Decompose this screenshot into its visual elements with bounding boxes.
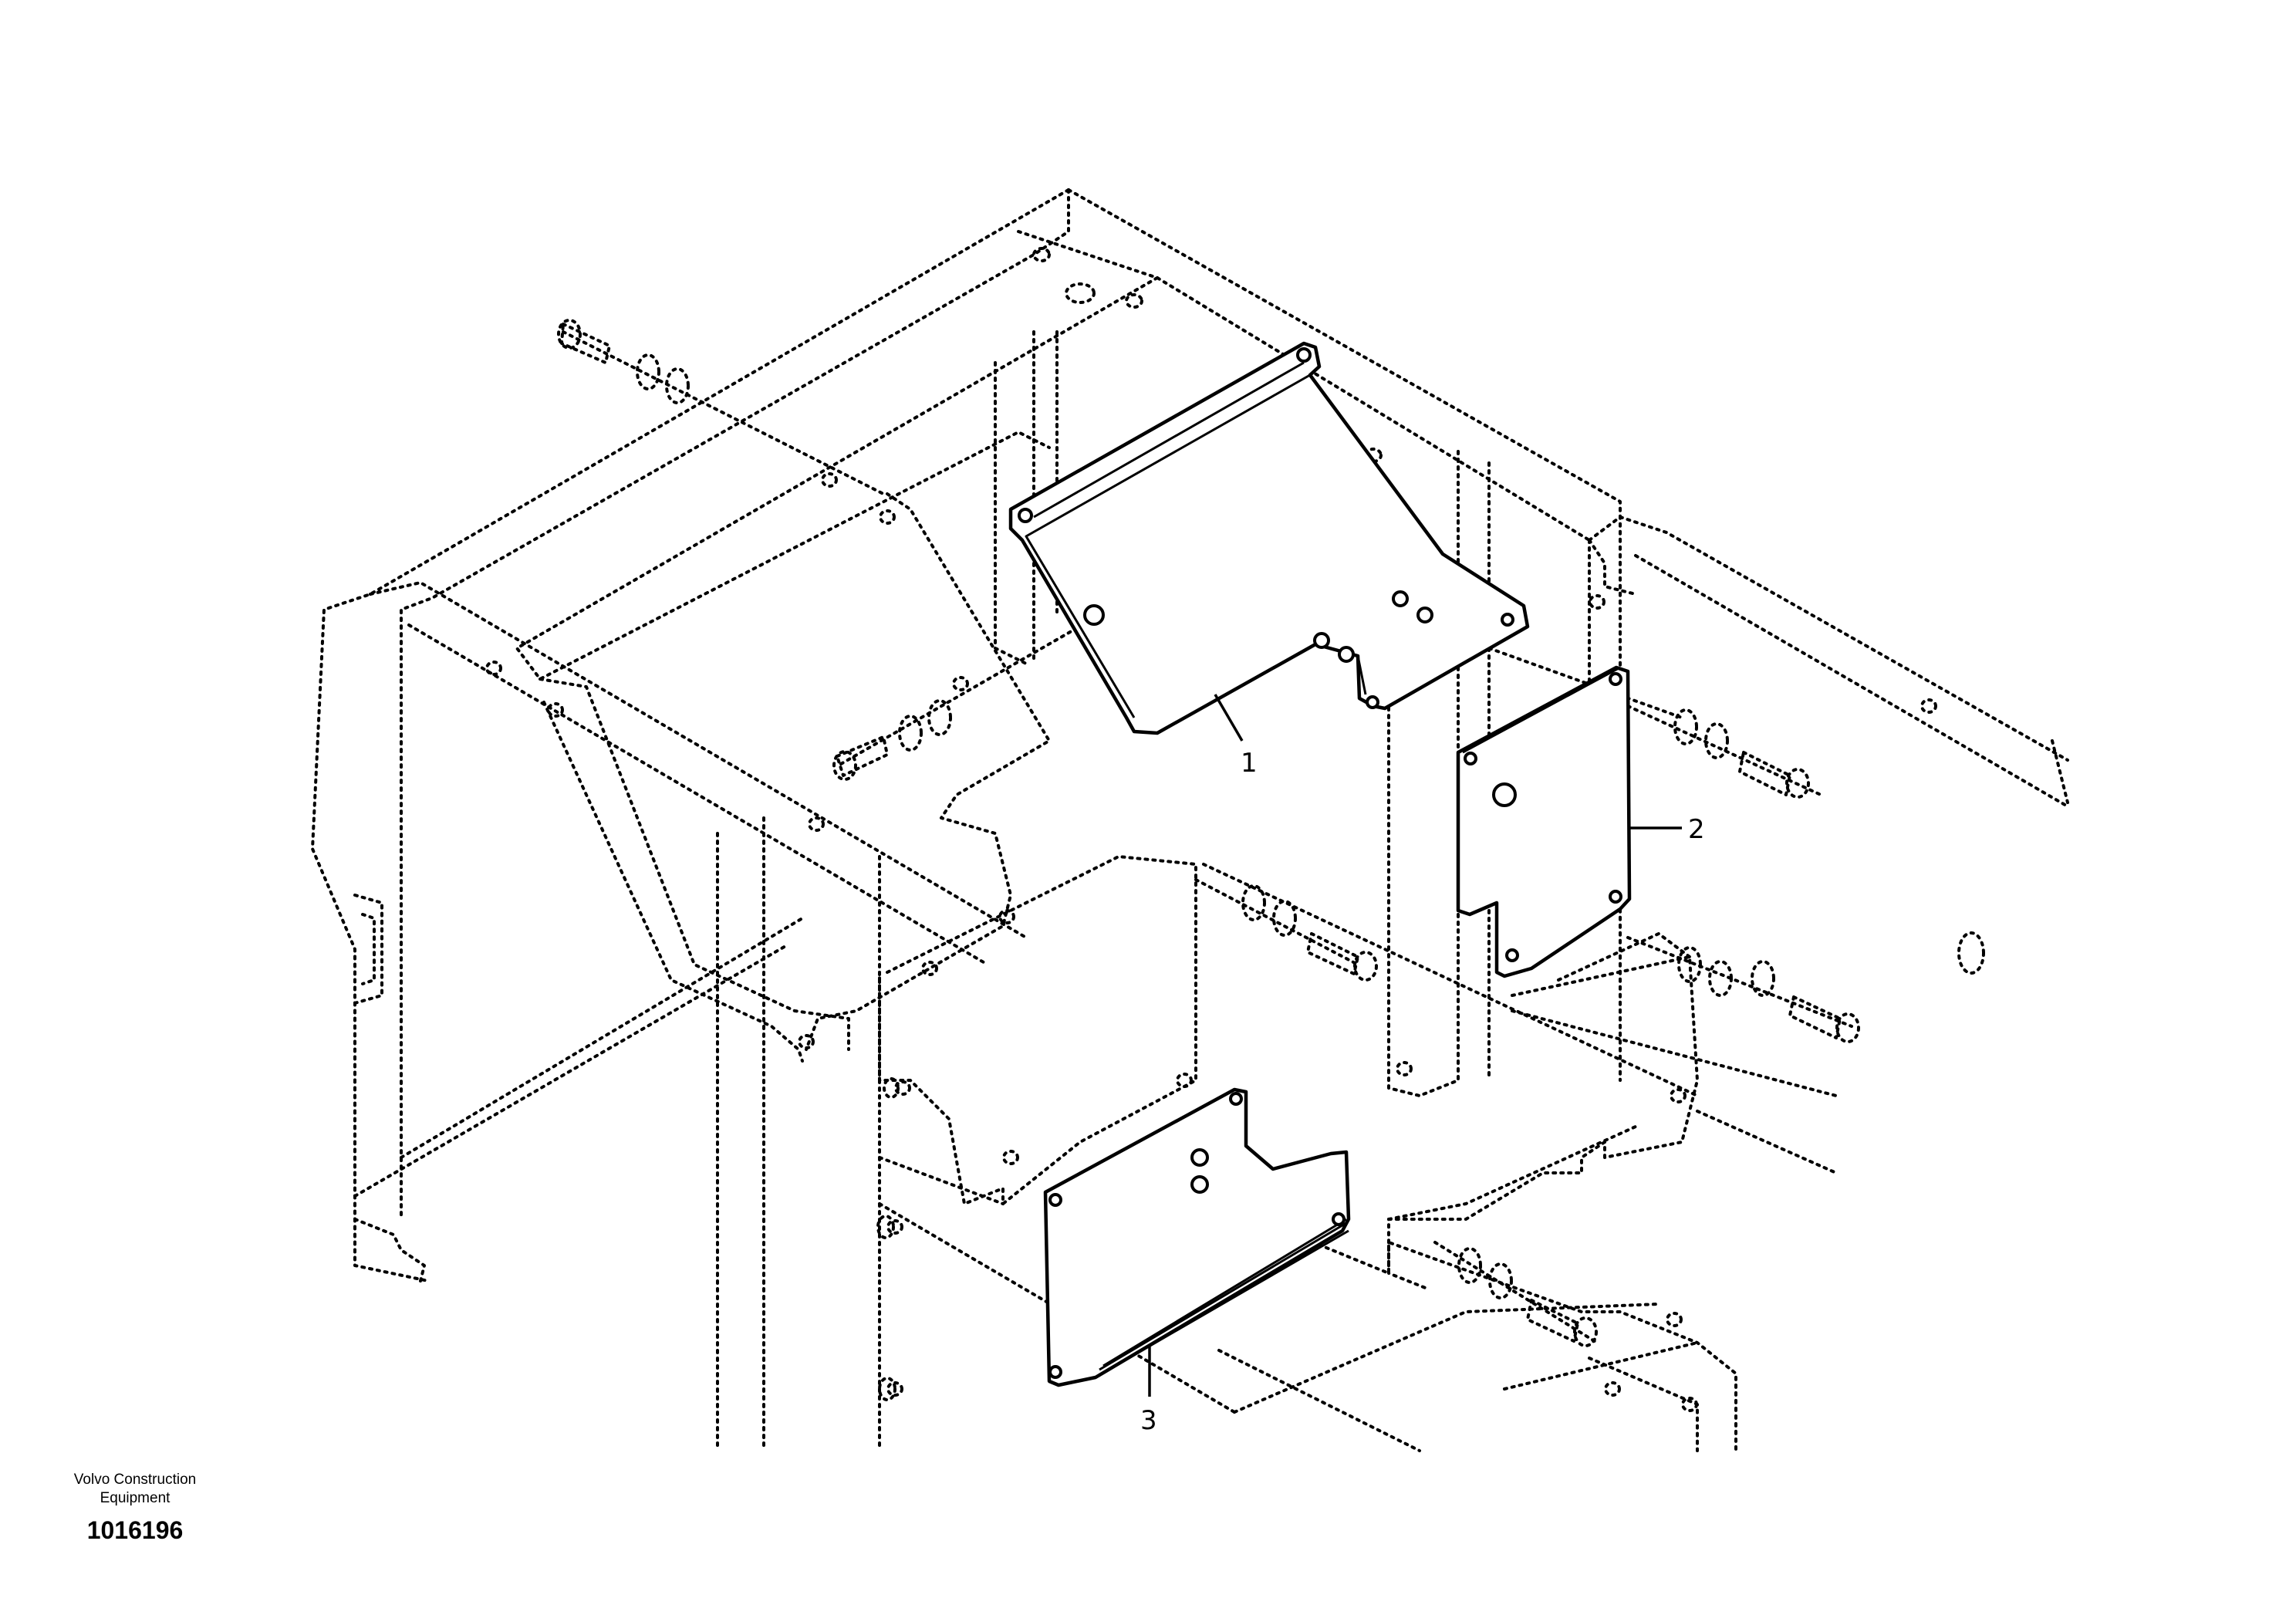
part-1-bracket [1008, 341, 1530, 735]
part-2-plate [1456, 665, 1632, 978]
figure-number: 1016196 [86, 1516, 184, 1544]
callout-2-label: 2 [1688, 814, 1705, 845]
callout-1-leader [1214, 694, 1244, 742]
fasteners [557, 319, 1985, 1401]
cab-frame-outline [311, 188, 2069, 1452]
callout-1-label: 1 [1241, 748, 1258, 779]
callout-1: 1 [1214, 694, 1258, 779]
callout-3-label: 3 [1140, 1405, 1157, 1436]
company-name: Volvo Construction Equipment [73, 1472, 197, 1506]
callout-2: 2 [1628, 814, 1705, 845]
part-3-plate [1043, 1087, 1351, 1387]
callout-3: 3 [1140, 1347, 1157, 1436]
